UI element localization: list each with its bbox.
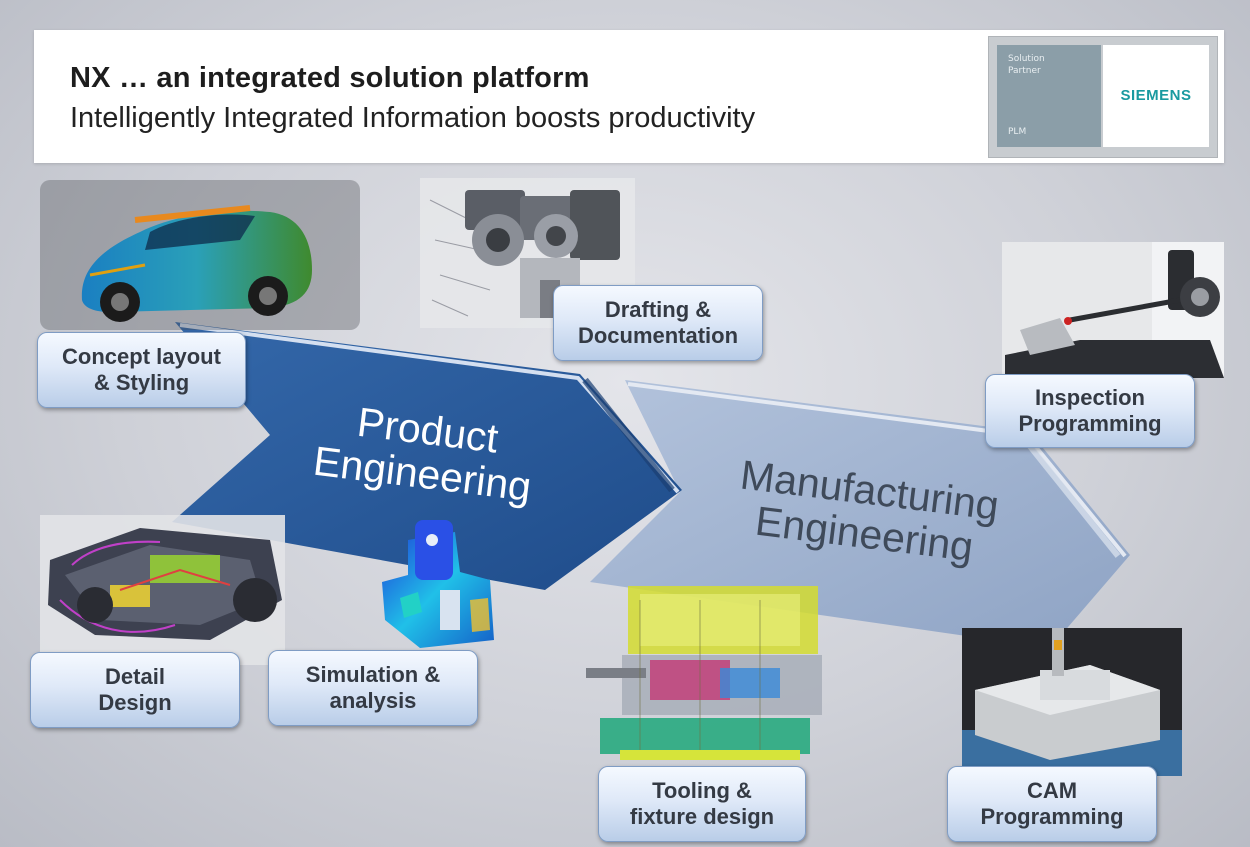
concept-layout-line1: Concept layout	[62, 344, 221, 369]
inspection-line1: Inspection	[1034, 385, 1145, 410]
detail-design-label: Detail Design	[30, 652, 240, 728]
simulation-analysis-label: Simulation & analysis	[268, 650, 478, 726]
tooling-fixture-label: Tooling & fixture design	[598, 766, 806, 842]
car-styling-image	[40, 180, 360, 330]
inspection-machine-image	[1002, 242, 1224, 378]
detail-line2: Design	[98, 690, 172, 715]
simulation-part-image	[382, 520, 494, 648]
drafting-documentation-label: Drafting & Documentation	[553, 285, 763, 361]
drafting-line1: Drafting &	[604, 297, 712, 322]
siemens-logo: SIEMENS	[1103, 45, 1209, 147]
siemens-logo-text: SIEMENS	[1120, 87, 1192, 104]
cam-programming-label: CAM Programming	[947, 766, 1157, 842]
drafting-line2: Documentation	[577, 323, 739, 348]
cam-machine-image	[962, 628, 1182, 776]
partner-badge-panel: Solution Partner PLM	[997, 45, 1101, 147]
partner-line-plm: PLM	[1008, 127, 1027, 137]
simulation-line2: analysis	[329, 688, 417, 713]
simulation-line1: Simulation &	[305, 662, 441, 687]
inspection-line2: Programming	[1018, 411, 1162, 436]
header-banner: NX … an integrated solution platform Int…	[34, 30, 1224, 163]
inspection-programming-label: Inspection Programming	[985, 374, 1195, 448]
mold-tooling-image	[586, 586, 822, 760]
detail-line1: Detail	[105, 664, 165, 689]
tooling-line2: fixture design	[629, 804, 775, 829]
partner-line-partner: Partner	[1008, 66, 1041, 76]
tooling-line1: Tooling &	[652, 778, 752, 803]
concept-layout-line2: & Styling	[93, 370, 190, 395]
concept-layout-label: Concept layout & Styling	[37, 332, 246, 408]
page-title: NX … an integrated solution platform	[70, 62, 590, 94]
cam-line2: Programming	[980, 804, 1124, 829]
product-engineering-arrow	[172, 322, 682, 590]
cam-line1: CAM	[1026, 778, 1078, 803]
partner-line-solution: Solution	[1008, 54, 1045, 64]
chassis-design-image	[40, 515, 285, 665]
page-subtitle: Intelligently Integrated Information boo…	[70, 102, 756, 134]
siemens-partner-badge: Solution Partner PLM SIEMENS	[988, 36, 1218, 158]
